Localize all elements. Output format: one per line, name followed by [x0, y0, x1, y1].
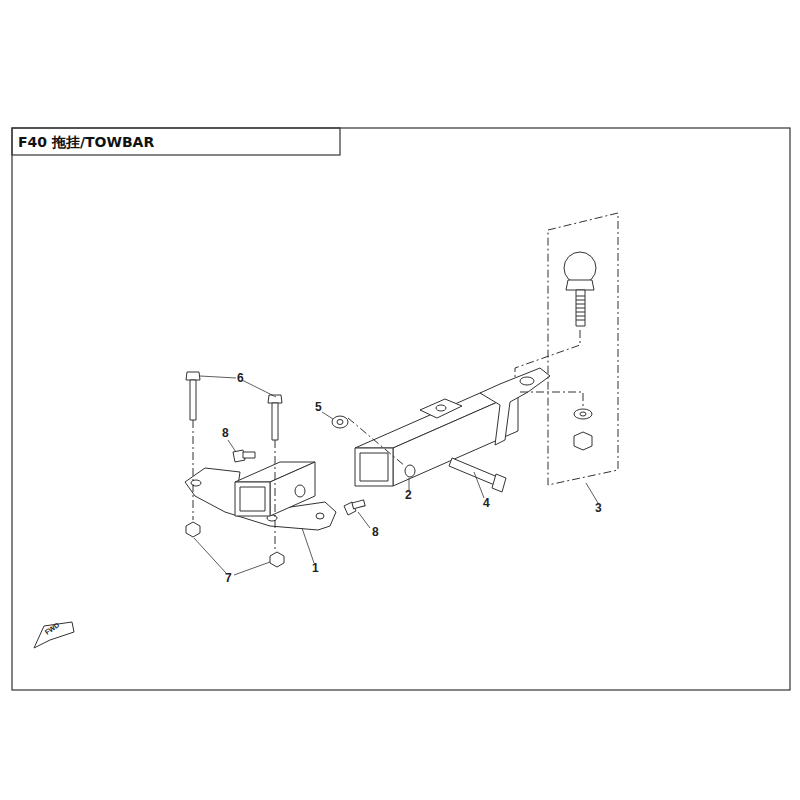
callout-number: 5 — [315, 401, 322, 413]
page-title: F40 拖挂/TOWBAR — [18, 133, 154, 151]
callout-number: 7 — [225, 572, 232, 584]
callout-number: 2 — [405, 489, 412, 501]
callout-number: 8 — [222, 427, 229, 439]
callout-number: 3 — [595, 502, 602, 514]
callout-number: 8 — [372, 526, 379, 538]
callout-number: 1 — [312, 562, 319, 574]
callout-number: 6 — [237, 372, 244, 384]
callout-number: 4 — [483, 497, 490, 509]
